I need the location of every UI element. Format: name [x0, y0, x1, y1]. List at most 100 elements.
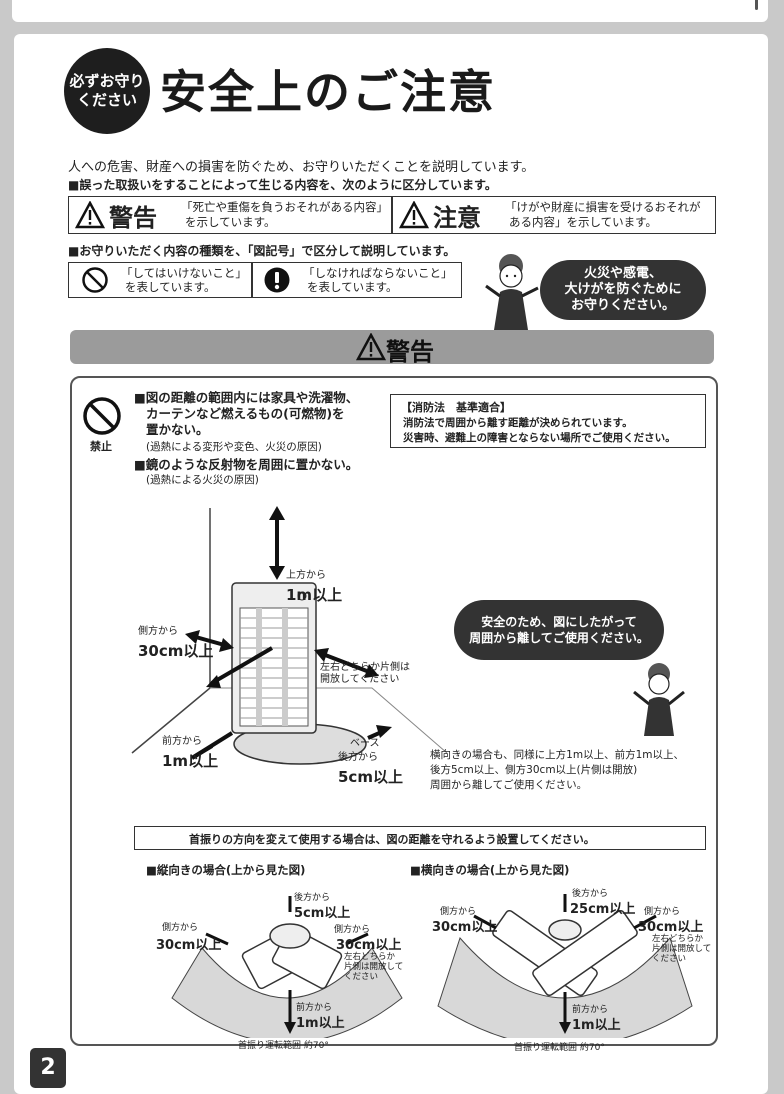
warning-bar-triangle-icon [356, 333, 386, 361]
v-right-open: 左右どちらか片側は開放してください [344, 952, 403, 982]
warning-section-bar: 警告 [70, 330, 714, 366]
mandatory-desc2: を表しています。 [307, 280, 398, 294]
caution-triangle-icon [399, 201, 429, 229]
speech-bubble-clearance: 安全のため、図にしたがって周囲から離してご使用ください。 [454, 600, 664, 660]
warning-desc2: を示しています。 [185, 215, 276, 229]
law-title: 【消防法 基準適合】 [401, 401, 511, 414]
speech2-line1: 安全のため、図にしたがって [481, 615, 637, 629]
front-clearance-small: 前方から [162, 736, 202, 747]
warning-desc1: 「死亡や重傷を負うおそれがある内容」 [181, 200, 388, 214]
speech1-line2: 大けがを防ぐために [564, 282, 682, 297]
badge-line1: 必ずお守り [69, 72, 145, 90]
page-title: 安全上のご注意 [160, 65, 496, 119]
law-line2: 災害時、避難上の障害とならない場所でご使用ください。 [403, 432, 676, 444]
caution-desc2: ある内容」を示しています。 [509, 215, 658, 229]
h-right-side-big: 30cm以上 [638, 920, 704, 935]
warning-triangle-icon [75, 201, 105, 229]
vertical-top-view-diagram [171, 896, 403, 1038]
h-side-big: 30cm以上 [432, 920, 498, 935]
h-right-open-2: 片側は開放して [652, 944, 712, 954]
prohibit-icon [82, 267, 108, 293]
side-clearance-small: 側方から [138, 626, 178, 637]
v-back-big: 5cm以上 [294, 906, 351, 921]
scroll-indicator[interactable] [755, 0, 758, 10]
mandatory-desc1: 「しなければならないこと」 [303, 266, 453, 280]
base-label: ベース [350, 738, 380, 749]
warning-panel: 禁止 ■図の距離の範囲内には家具や洗濯物、 カーテンなど燃えるもの(可燃物)を … [70, 376, 718, 1053]
v-side-small: 側方から [162, 923, 199, 933]
prohibit-desc2: を表しています。 [125, 280, 216, 294]
warning-section-title: 警告 [386, 338, 434, 366]
speech1-line3: お守りください。 [570, 298, 675, 313]
landscape-note: 横向きの場合も、同様に上方1m以上、前方1m以上、 後方5cm以上、側方30cm… [430, 748, 684, 793]
warning-label: 警告 [109, 204, 157, 232]
v-back-small: 後方から [294, 893, 331, 903]
intro-line2: ■誤った取扱いをすることによって生じる内容を、次のように区分しています。 [68, 178, 497, 192]
h-right-open-1: 左右どちらか [652, 934, 704, 944]
h-right-side-small: 側方から [644, 907, 681, 917]
h-range: 首振り運転範囲 約70° [514, 1043, 605, 1053]
symbol-box: 「してはいけないこと」 を表しています。 「しなければならないこと」 を表してい… [68, 262, 462, 298]
heater-clearance-diagram [131, 506, 448, 765]
h-right-open: 左右どちらか片側は開放してください [652, 934, 711, 964]
law-box: 【消防法 基準適合】 消防法で周囲から離す距離が決められています。 災害時、避難… [390, 394, 706, 448]
speech1-line1: 火災や感電、 [583, 266, 662, 281]
item2-line: ■鏡のような反射物を周囲に置かない。 [134, 457, 359, 472]
item1-line3: 置かない。 [146, 422, 209, 437]
front-clearance-big: 1m以上 [162, 752, 219, 770]
badge-line2: ください [76, 91, 137, 109]
manual-page: 必ずお守りください 安全上のご注意 人への危害、財産への損害を防ぐため、お守りい… [14, 34, 768, 1094]
prohibit-desc1: 「してはいけないこと」 [121, 266, 247, 280]
open-side-line1: 左右どちらか片側は [320, 662, 410, 673]
side-clearance-big: 30cm以上 [138, 642, 214, 660]
vertical-title: ■縦向きの場合(上から見た図) [146, 863, 306, 877]
swing-banner-text: 首振りの方向を変えて使用する場合は、図の距離を守れるよう設置してください。 [189, 833, 595, 846]
level-box: 警告 「死亡や重傷を負うおそれがある内容」 を示しています。 注意 「けがや財産… [68, 196, 716, 234]
v-side-big: 30cm以上 [156, 938, 222, 953]
v-right-open-3: ください [344, 972, 379, 982]
landscape-note-line2: 後方5cm以上、側方30cm以上(片側は開放) [430, 764, 638, 776]
item1-line1: ■図の距離の範囲内には家具や洗濯物、 [134, 390, 359, 405]
prohibit-large-icon [83, 397, 121, 435]
v-range: 首振り運転範囲 約70° [238, 1041, 329, 1051]
back-clearance-big: 5cm以上 [338, 768, 403, 786]
h-front-small: 前方から [572, 1005, 609, 1015]
top-clearance-big: 1m以上 [286, 586, 343, 604]
page-number: 2 [30, 1048, 66, 1088]
swing-banner: 首振りの方向を変えて使用する場合は、図の距離を守れるよう設置してください。 [134, 826, 706, 850]
v-right-side-small: 側方から [334, 925, 371, 935]
woman-illustration-icon [485, 254, 539, 330]
must-follow-badge: 必ずお守りください [64, 48, 150, 134]
v-front-small: 前方から [296, 1003, 333, 1013]
top-clearance-small: 上方から [286, 570, 326, 581]
v-right-open-2: 片側は開放して [344, 962, 404, 972]
caution-desc1: 「けがや財産に損害を受けるおそれが [505, 200, 701, 214]
horizontal-top-view-diagram [437, 894, 693, 1038]
item1-line2: カーテンなど燃えるもの(可燃物)を [146, 406, 345, 421]
speech2-line2: 周囲から離してご使用ください。 [469, 631, 649, 645]
speech-bubble-safety: 火災や感電、大けがを防ぐためにお守りください。 [540, 260, 706, 320]
h-back-small: 後方から [572, 889, 609, 899]
intro-line3: ■お守りいただく内容の種類を、「図記号」で区分して説明しています。 [68, 244, 456, 258]
item1-note: (過熱による変形や変色、火災の原因) [146, 441, 322, 453]
caution-label: 注意 [433, 204, 481, 232]
landscape-note-line1: 横向きの場合も、同様に上方1m以上、前方1m以上、 [430, 749, 685, 761]
h-side-small: 側方から [440, 907, 477, 917]
prohibit-label: 禁止 [90, 440, 112, 453]
mandatory-icon [264, 267, 290, 293]
previous-page-edge [12, 0, 768, 22]
open-side-line2: 開放してください [320, 674, 400, 685]
v-front-big: 1m以上 [296, 1016, 345, 1031]
back-clearance-small: 後方から [338, 752, 378, 763]
level-divider [391, 197, 393, 233]
h-right-open-3: ください [652, 954, 687, 964]
v-right-open-1: 左右どちらか [344, 952, 396, 962]
h-back-big: 25cm以上 [570, 902, 636, 917]
item2-note: (過熱による火災の原因) [146, 474, 259, 486]
v-right-side-big: 30cm以上 [336, 938, 402, 953]
h-front-big: 1m以上 [572, 1018, 621, 1033]
law-line1: 消防法で周囲から離す距離が決められています。 [403, 417, 633, 429]
horizontal-title: ■横向きの場合(上から見た図) [410, 863, 570, 877]
woman-illustration-2-icon [633, 663, 685, 736]
symbol-divider [251, 263, 253, 297]
